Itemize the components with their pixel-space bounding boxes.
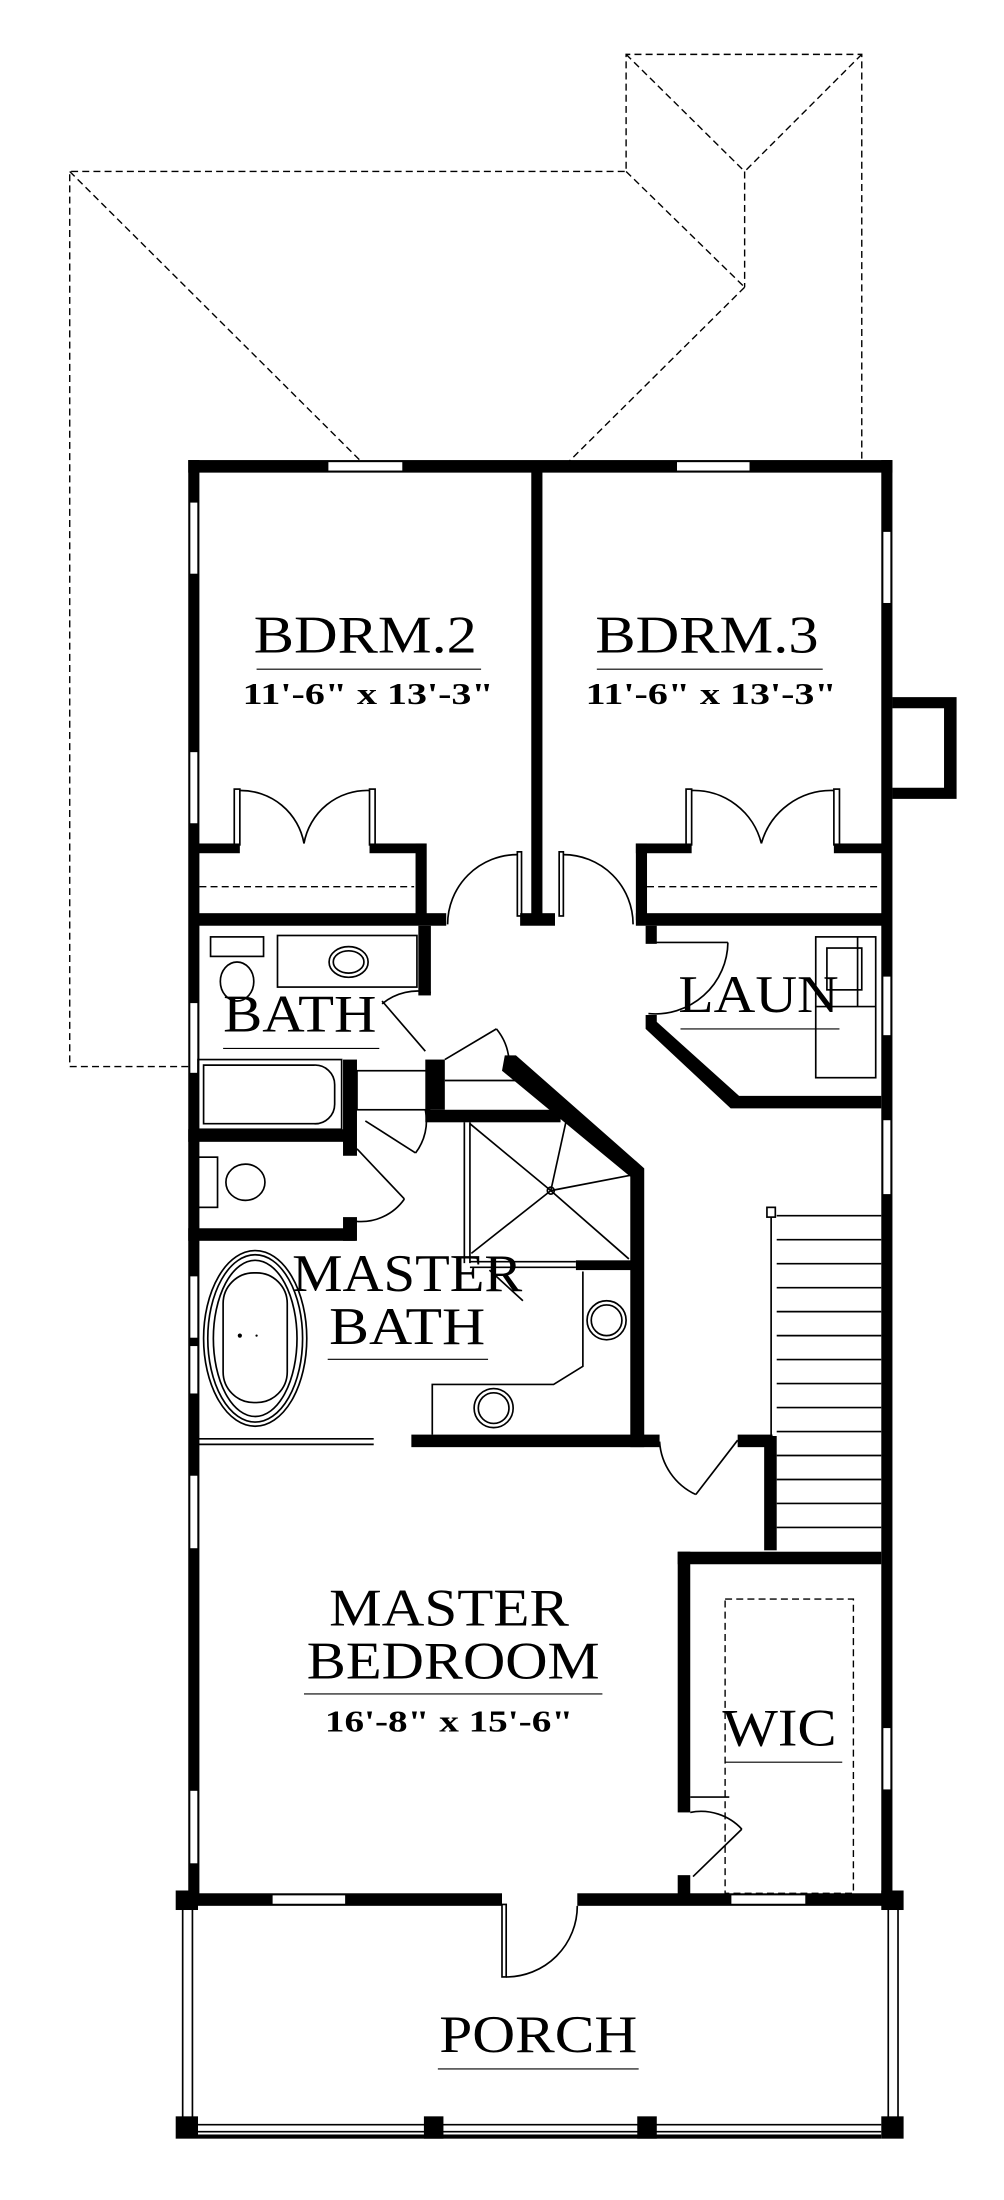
windows [188, 460, 892, 1906]
room-name-line1: MASTER [292, 1245, 523, 1303]
bedroom-walls [198, 468, 883, 926]
master-bedroom-door[interactable] [658, 1439, 739, 1496]
wic-door[interactable] [690, 1810, 743, 1878]
bedroom-3-door[interactable] [563, 853, 634, 925]
laun-label: LAUN [678, 966, 840, 1030]
water-closet [188, 1141, 357, 1241]
room-name-line1: MASTER [329, 1580, 570, 1638]
porch-post [175, 2116, 199, 2139]
laundry [645, 925, 882, 1109]
chimney [892, 697, 957, 799]
room-dimensions: 11'-6" x 13'-3" [243, 677, 494, 711]
hall-bath [188, 925, 431, 1144]
roof-outline [69, 53, 863, 1068]
room-name: BDRM.2 [254, 606, 477, 664]
staircase[interactable] [764, 1206, 882, 1551]
wic-label: WIC [722, 1700, 843, 1763]
toilet-icon [219, 961, 255, 1002]
bedroom-2-door[interactable] [446, 853, 518, 925]
toilet-icon [225, 1163, 266, 1202]
sink-icon [473, 1387, 514, 1429]
room-name: BATH [223, 986, 376, 1044]
room-name-line2: BEDROOM [307, 1633, 600, 1691]
shower-drain-icon [546, 1186, 556, 1195]
vanity [431, 1271, 584, 1435]
bdrm2-label: BDRM.2 11'-6" x 13'-3" [243, 606, 494, 711]
toilet-tank [209, 936, 265, 958]
sink-icon [586, 1299, 627, 1341]
master-bath-fixtures [202, 1249, 627, 1435]
freestanding-tub [202, 1249, 308, 1428]
porch-post [637, 2116, 657, 2139]
shower [463, 1120, 635, 1302]
vanity [276, 934, 418, 988]
bathtub [197, 1058, 343, 1131]
bath-label: BATH [223, 986, 380, 1049]
linen-closet-door[interactable] [444, 1028, 510, 1061]
laundry-door[interactable] [648, 941, 729, 1015]
porch-post [423, 2116, 444, 2139]
master-bedroom-label: MASTER BEDROOM 16'-8" x 15'-6" [303, 1580, 603, 1739]
room-name: WIC [722, 1700, 836, 1758]
porch-label: PORCH [437, 2006, 639, 2070]
room-name-line2: BATH [329, 1298, 485, 1356]
porch-post [881, 1890, 904, 1911]
room-name: LAUN [678, 966, 838, 1024]
porch-post [881, 2116, 904, 2139]
room-name: PORCH [439, 2006, 637, 2064]
master-bath-label: MASTER BATH [292, 1245, 523, 1360]
bath-door[interactable] [381, 990, 432, 1052]
room-name: BDRM.3 [595, 606, 818, 664]
porch-door[interactable] [501, 1903, 579, 1978]
porch-post [175, 1890, 199, 1911]
hall-walls [198, 1055, 773, 1448]
walk-in-closet [677, 1551, 882, 1898]
room-dimensions: 11'-6" x 13'-3" [586, 677, 837, 711]
porch-structure [175, 1890, 904, 2139]
bdrm3-label: BDRM.3 11'-6" x 13'-3" [586, 606, 837, 711]
water-closet-door[interactable] [355, 1109, 428, 1223]
room-dimensions: 16'-8" x 15'-6" [325, 1705, 573, 1739]
sink-icon [328, 945, 369, 979]
